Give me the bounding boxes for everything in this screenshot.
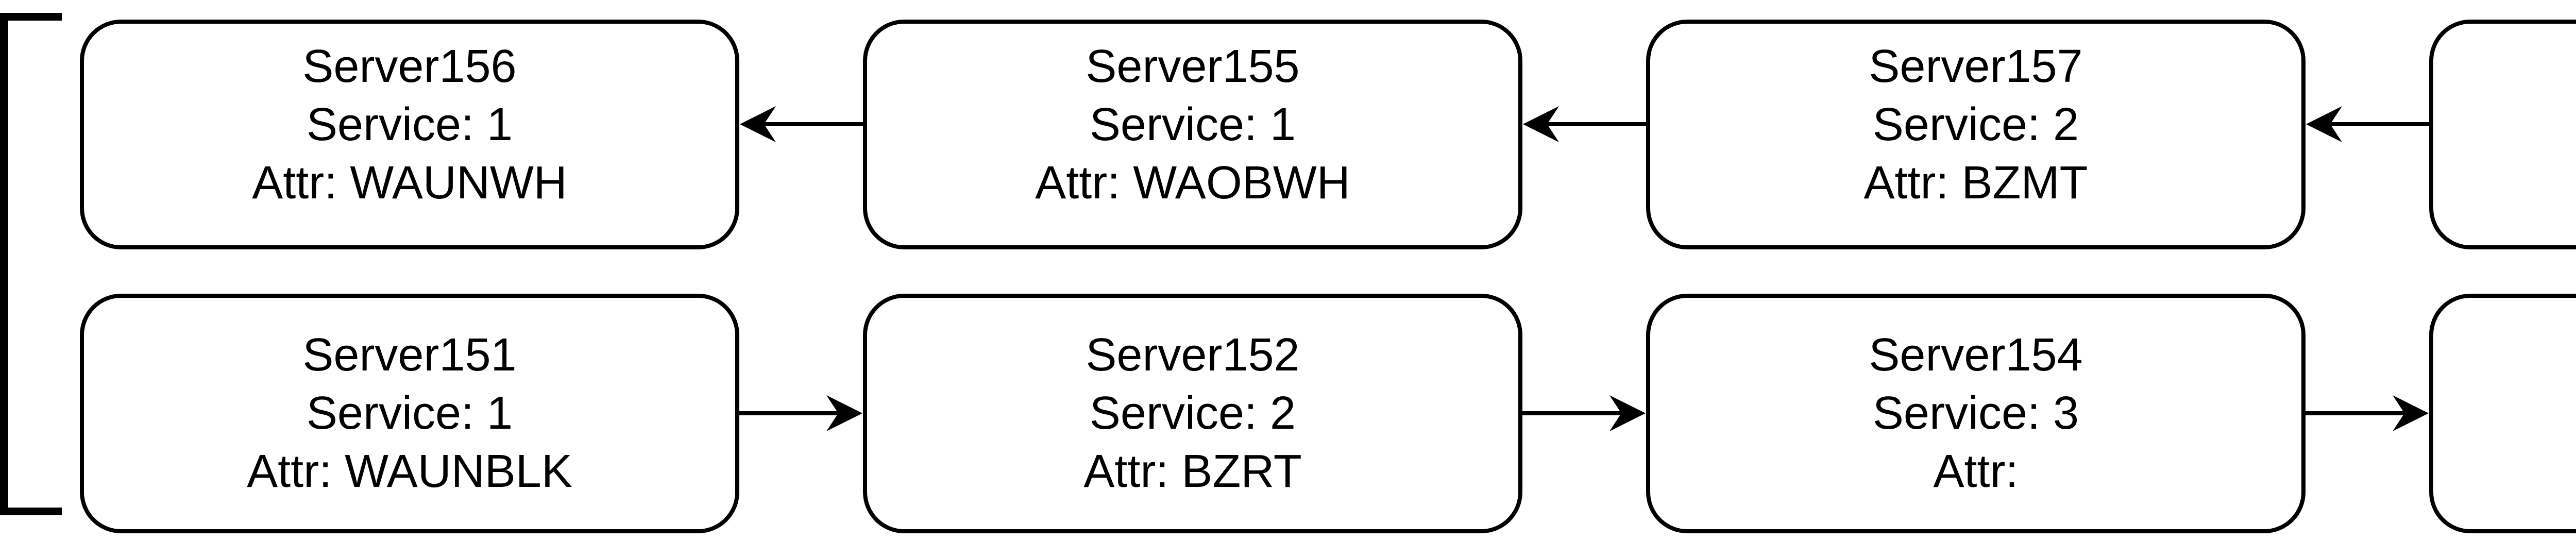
node-server152: Server152 Service: 2 Attr: BZRT [863,294,1522,533]
edge-arrow-server152-to-server154 [1522,395,1646,431]
edge-arrow-server155-to-server156 [740,106,863,142]
node-service-line: Service: 3 [1872,387,2079,439]
edge-arrow-server157-to-server155 [1523,106,1646,142]
node-server153: Server153 Service: 4 Attr: [2429,294,2576,533]
edge-arrow-server151-to-server152 [739,395,862,431]
node-service-line: Service: 2 [1872,98,2079,150]
arrowhead-left-icon [1523,106,1559,142]
node-attr-line: Attr: WAUNWH [252,157,567,209]
node-attr-line: Attr: BZMT [1863,157,2088,209]
arrowhead-left-icon [740,106,776,142]
arrowhead-left-icon [2306,106,2342,142]
node-server155: Server155 Service: 1 Attr: WAOBWH [863,20,1522,249]
node-attr-line: Attr: WAOBWH [1035,157,1350,209]
node-name: Server155 [1086,40,1300,92]
node-server154: Server154 Service: 3 Attr: [1646,294,2306,533]
node-attr-line: Attr: BZRT [1083,446,1302,497]
node-server157: Server157 Service: 2 Attr: BZMT [1646,20,2306,249]
node-name: Server156 [302,40,517,92]
left-bracket-icon [0,13,62,515]
node-name: Server152 [1086,329,1300,381]
node-service-line: Service: 2 [1089,387,1296,439]
node-attr-line: Attr: [1933,446,2019,497]
arrowhead-right-icon [2393,395,2429,431]
node-attr-line: Attr: WAUNBLK [247,446,572,497]
edge-arrow-server154-to-server153 [2306,395,2429,431]
node-service-line: Service: 1 [1089,98,1296,150]
node-server156: Server156 Service: 1 Attr: WAUNWH [80,20,739,249]
node-name: Server157 [1869,40,2083,92]
node-name: Server151 [302,329,517,381]
edge-arrow-server160-to-server157 [2306,106,2429,142]
node-service-line: Service: 1 [306,98,513,150]
node-name: Server154 [1869,329,2083,381]
node-service-line: Service: 1 [306,387,513,439]
arrowhead-right-icon [1609,395,1646,431]
arrowhead-right-icon [826,395,862,431]
node-server160: Server160 Service: 1 Attr: WAOBBLK [2429,20,2576,249]
node-server151: Server151 Service: 1 Attr: WAUNBLK [80,294,739,533]
